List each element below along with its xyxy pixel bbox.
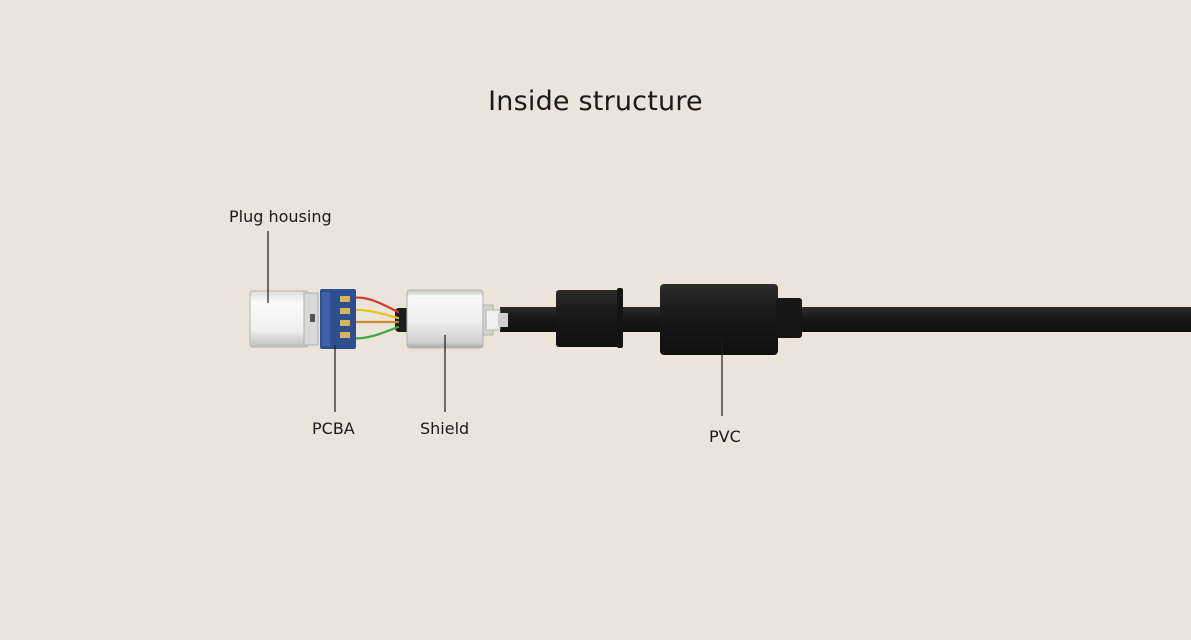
label-shield: Shield — [420, 419, 470, 438]
label-pvc: PVC — [709, 427, 741, 446]
pvc-overmold — [556, 284, 802, 355]
diagram-title: Inside structure — [488, 86, 703, 117]
colored-wires — [348, 296, 400, 340]
plug-housing — [249, 290, 319, 348]
pcba-board — [320, 289, 356, 349]
leader-lines — [267, 231, 723, 416]
metal-shield — [406, 289, 508, 349]
label-plug-housing: Plug housing — [229, 207, 332, 226]
label-pcba: PCBA — [312, 419, 355, 438]
